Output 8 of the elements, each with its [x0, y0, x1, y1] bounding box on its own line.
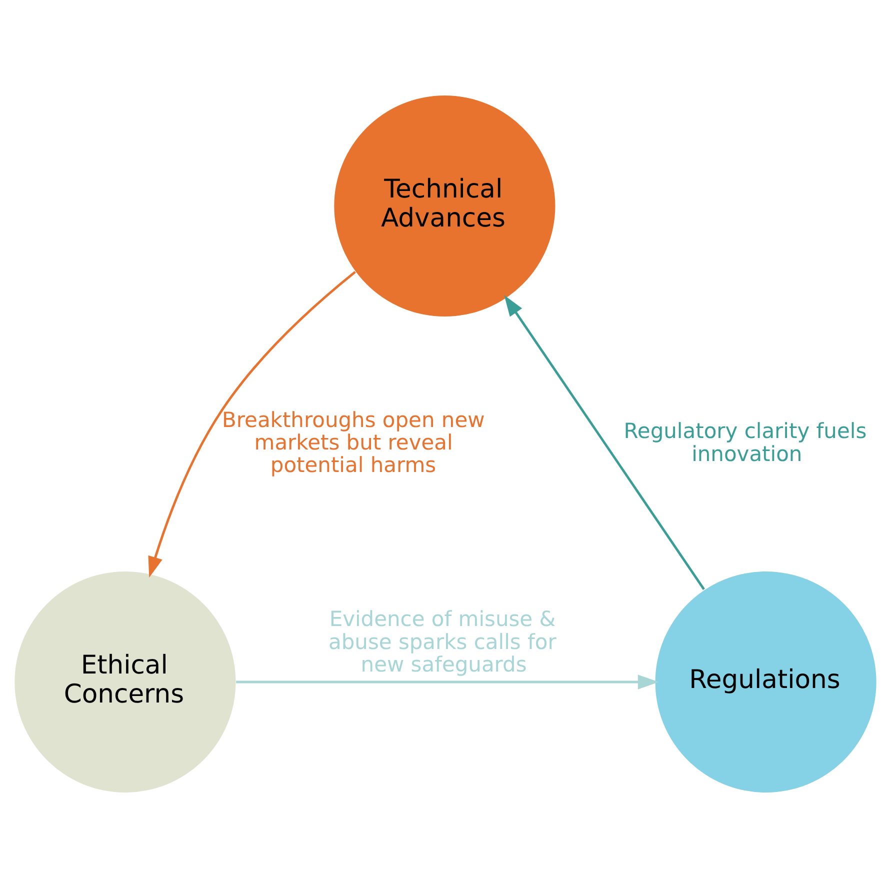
arrow: [236, 674, 659, 689]
arrow: [148, 270, 356, 578]
node-circle: Ethical Concerns: [14, 570, 236, 792]
arrow: [504, 294, 705, 590]
edge-label: Regulatory clarity fuels innovation: [624, 418, 867, 466]
node-circle: Regulations: [655, 570, 876, 792]
edge-label: Evidence of misuse & abuse sparks calls for new safeguards: [328, 606, 556, 676]
edge-label: Breakthroughs open new markets but reveal potential harms: [222, 407, 485, 477]
